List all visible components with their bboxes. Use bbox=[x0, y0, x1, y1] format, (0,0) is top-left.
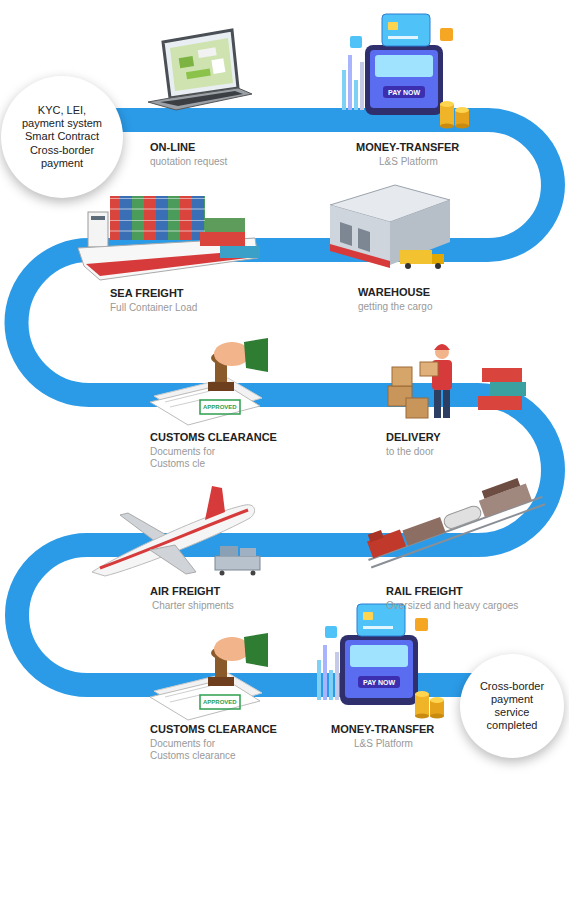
stop-title: SEA FREIGHT bbox=[110, 287, 184, 300]
stamp-document-icon bbox=[150, 338, 268, 425]
stop-subtitle: Documents for Customs clearance bbox=[150, 738, 240, 762]
circle-text: KYC, LEI, payment system Smart Contract … bbox=[16, 104, 108, 170]
stop-title: ON-LINE bbox=[150, 141, 195, 154]
stop-subtitle: L&S Platform bbox=[379, 156, 438, 168]
stop-title: DELIVERY bbox=[386, 431, 441, 444]
stop-subtitle: Oversized and heavy cargoes bbox=[386, 600, 518, 612]
airplane-icon bbox=[92, 486, 260, 576]
stop-subtitle: Charter shipments bbox=[152, 600, 234, 612]
ship-icon bbox=[78, 196, 260, 280]
stamp-text: APPROVED bbox=[203, 404, 237, 410]
button-text: PAY NOW bbox=[363, 679, 395, 686]
stop-title: WAREHOUSE bbox=[358, 286, 430, 299]
stop-title: MONEY-TRANSFER bbox=[331, 723, 434, 736]
info-circle: KYC, LEI, payment system Smart Contract … bbox=[1, 76, 123, 198]
stop-subtitle: getting the cargo bbox=[358, 301, 433, 313]
stop-title: MONEY-TRANSFER bbox=[356, 141, 459, 154]
delivery-icon bbox=[388, 344, 526, 418]
phone-payment-icon bbox=[342, 14, 469, 129]
stop-title: CUSTOMS CLEARANCE bbox=[150, 431, 277, 444]
stop-subtitle: Documents for Customs cle bbox=[150, 446, 230, 470]
stop-title: CUSTOMS CLEARANCE bbox=[150, 723, 277, 736]
circle-text: Cross-border payment service completed bbox=[472, 680, 552, 733]
info-circle: Cross-border payment service completed bbox=[460, 654, 564, 758]
stop-subtitle: Full Container Load bbox=[110, 302, 197, 314]
button-text: PAY NOW bbox=[388, 89, 420, 96]
route-band bbox=[16, 120, 553, 685]
stop-title: RAIL FREIGHT bbox=[386, 585, 463, 598]
stop-subtitle: to the door bbox=[386, 446, 434, 458]
train-icon bbox=[360, 472, 545, 567]
warehouse-icon bbox=[330, 185, 450, 269]
stop-subtitle: quotation request bbox=[150, 156, 227, 168]
laptop-icon bbox=[148, 30, 252, 110]
stop-title: AIR FREIGHT bbox=[150, 585, 220, 598]
stamp-text: APPROVED bbox=[203, 699, 237, 705]
stop-subtitle: L&S Platform bbox=[354, 738, 413, 750]
